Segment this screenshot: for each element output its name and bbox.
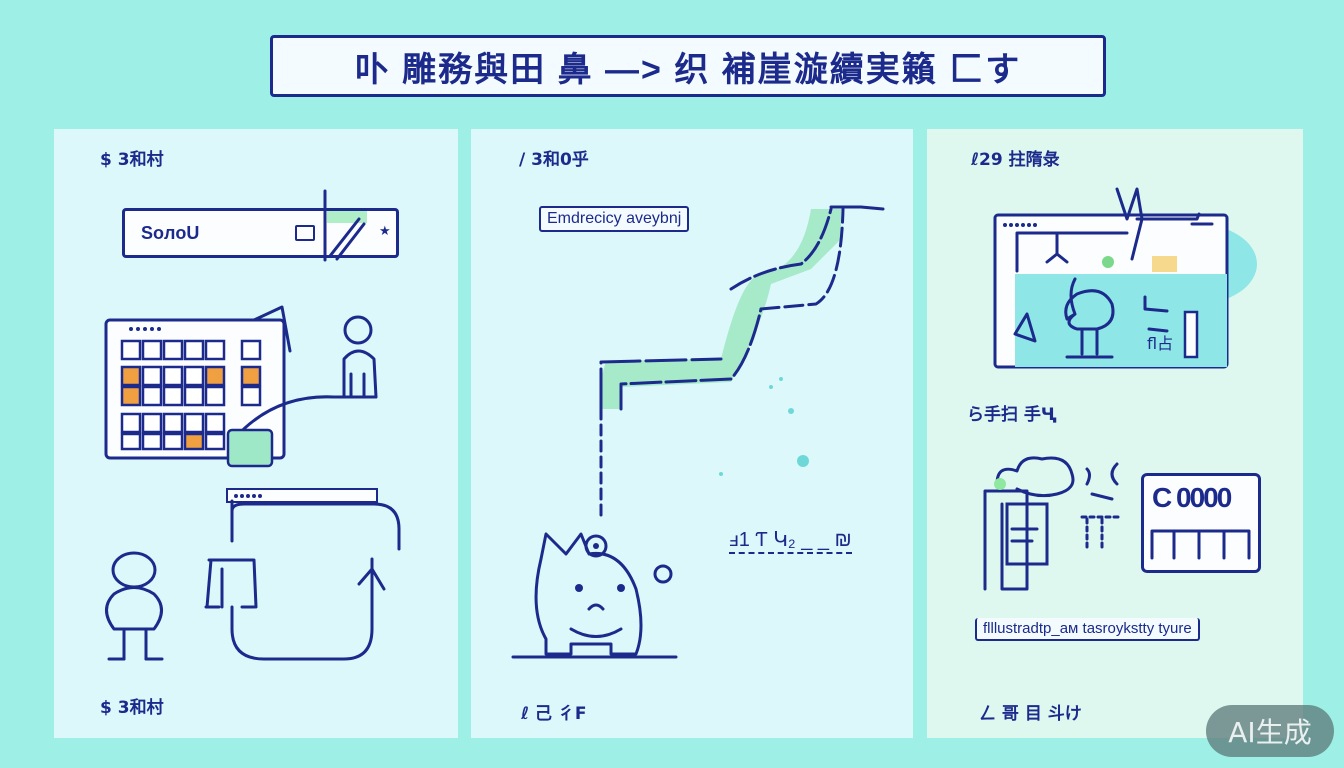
panel-right-caption: flllustradtp_aм tasroykstty tyure — [975, 618, 1200, 641]
piggy-bank-icon — [511, 532, 678, 659]
panel-left: $ 3和村 SoлoU ★ — [54, 129, 458, 738]
panel-mid: / 3和0乎 Emdrecicy aveybnj ⅎ1 Ƭ Կ₂ _ _ ₪ ℓ… — [471, 129, 913, 738]
person-confused-icon — [105, 551, 164, 661]
monitor-keys-icon — [1150, 529, 1251, 560]
ai-generated-badge: AI生成 — [1206, 705, 1334, 757]
svg-text:fl占: fl占 — [1147, 334, 1173, 353]
panel-mid-bottom-label: ℓ 己 彳F — [521, 704, 587, 724]
panel-left-bottom-label: $ 3和村 — [100, 698, 164, 718]
panel-mid-scribble-text: ⅎ1 Ƭ Կ₂ _ _ ₪ — [729, 527, 852, 554]
search-box-text: SoлoU — [141, 223, 200, 243]
growth-arrow-illustration — [599, 205, 885, 521]
panel-left-top-label: $ 3和村 — [100, 150, 164, 170]
desk-scene-illustration — [983, 456, 1124, 591]
panel-right-top-label: ℓ29 拄隋彔 — [971, 150, 1060, 170]
panel-mid-top-label: / 3和0乎 — [519, 150, 589, 170]
browser-loop-illustration — [204, 488, 401, 661]
star-icon: ★ — [379, 223, 391, 238]
page-title-text: 卟 雕務與田 鼻 —> 织 補崖漩續実籟 匚す — [354, 50, 1022, 89]
calendar-illustration — [104, 305, 356, 468]
monitor-illustration: C 0000 — [1141, 473, 1261, 573]
monitor-text: C 0000 — [1152, 482, 1232, 513]
panel-right: ℓ29 拄隋彔 fl占 ら手扫 手Ҷ C 0000 flllustradtp_a… — [927, 129, 1303, 738]
ai-generated-badge-text: AI生成 — [1228, 716, 1312, 749]
person-standing-icon — [342, 315, 378, 399]
search-pencil-icon — [323, 189, 367, 262]
card-icon — [295, 225, 315, 241]
page-title: 卟 雕務與田 鼻 —> 织 補崖漩續実籟 匚す — [270, 35, 1106, 97]
panel-right-mid-label: ら手扫 手Ҷ — [967, 405, 1055, 425]
workspace-window-illustration: fl占 — [993, 187, 1257, 369]
panel-right-bottom-label: ㄥ 哥 目 斗け — [979, 704, 1082, 724]
panel-mid-boxed-label: Emdrecicy aveybnj — [539, 206, 690, 232]
